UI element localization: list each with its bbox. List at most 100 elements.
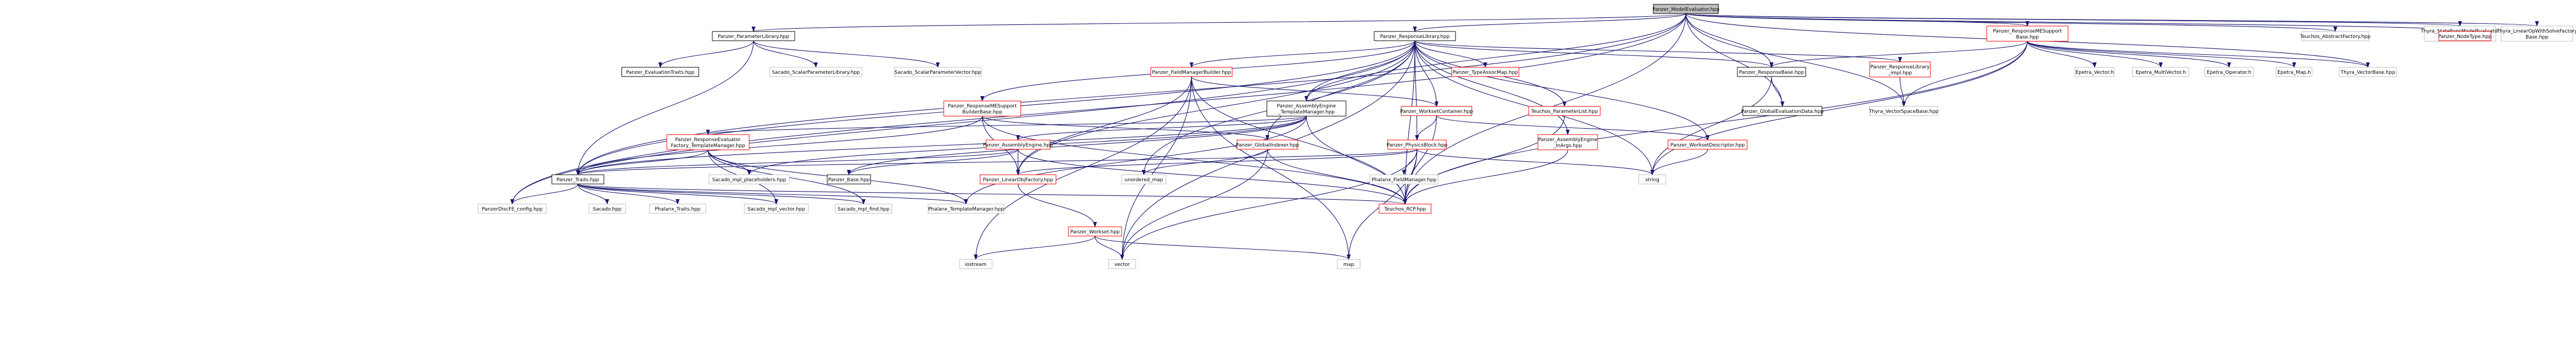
graph-node-tam[interactable]: Panzer_TypeAssocMap.hpp <box>1451 67 1519 77</box>
dependency-edge-me-to-taf <box>1685 13 2335 32</box>
graph-node-sac[interactable]: Sacado.hpp <box>588 204 626 214</box>
graph-node-ae[interactable]: Panzer_AssemblyEngine.hpp <box>983 139 1053 150</box>
dependency-edge-me-to-rb <box>1685 13 1772 67</box>
graph-node-box <box>2339 67 2397 77</box>
graph-node-box <box>2075 67 2115 77</box>
graph-node-me: Panzer_ModelEvaluator.hpp <box>1652 4 1720 14</box>
dependency-nodes: Panzer_ModelEvaluator.hppPanzer_Paramete… <box>478 4 2576 269</box>
graph-node-ws[interactable]: Panzer_Workset.hpp <box>1068 226 1122 237</box>
graph-node-pb[interactable]: Panzer_PhysicsBlock.hpp <box>1387 139 1448 150</box>
graph-node-rlib[interactable]: Panzer_ResponseLibrary.hpp <box>1374 31 1456 41</box>
dependency-edge-gi-to-um <box>1144 149 1268 175</box>
graph-node-ptr[interactable]: Phalanx_Traits.hpp <box>649 204 706 214</box>
graph-node-pbase[interactable]: Panzer_Base.hpp <box>827 174 871 185</box>
graph-node-sspv[interactable]: Sacado_ScalarParameterVector.hpp <box>894 67 982 77</box>
graph-node-label: Sacado_ScalarParameterLibrary.hpp <box>772 70 860 75</box>
graph-node-fmb[interactable]: Panzer_FieldManagerBuilder.hpp <box>1150 67 1233 77</box>
graph-node-box <box>588 204 626 214</box>
dependency-edge-me-to-aetm <box>1306 13 1686 101</box>
graph-node-box <box>666 134 750 150</box>
graph-node-rcp[interactable]: Teuchos_RCP.hpp <box>1379 204 1432 214</box>
graph-node-rli[interactable]: Panzer_ResponseLibrary_impl.hpp <box>1869 61 1931 78</box>
dependency-edge-lof-to-ws <box>1017 183 1095 227</box>
graph-node-um[interactable]: unordered_map <box>1121 174 1167 185</box>
graph-node-map[interactable]: map <box>1337 259 1361 269</box>
graph-node-ged[interactable]: Panzer_GlobalEvaluationData.hpp <box>1741 106 1824 116</box>
graph-node-label: Panzer_ModelEvaluator.hpp <box>1652 7 1720 12</box>
graph-node-evt[interactable]: Panzer_EvaluationTraits.hpp <box>621 67 699 77</box>
dependency-edge-rlib-to-vec <box>1122 40 1415 259</box>
graph-node-box <box>986 139 1051 150</box>
graph-node-pcfg[interactable]: PanzerDiscFE_config.hpp <box>478 204 547 214</box>
graph-node-eop[interactable]: Epetra_Operator.h <box>2204 67 2254 77</box>
dependency-edge-wd-to-str <box>1652 149 1708 175</box>
graph-node-emap[interactable]: Epetra_Map.h <box>2276 67 2313 77</box>
graph-node-aetm[interactable]: Panzer_AssemblyEngine_TemplateManager.hp… <box>1266 100 1347 117</box>
graph-node-smp[interactable]: Sacado_mpl_placeholders.hpp <box>709 174 790 185</box>
graph-node-smf[interactable]: Sacado_mpl_find.hpp <box>835 204 892 214</box>
graph-node-box <box>2438 31 2491 41</box>
graph-node-tvb[interactable]: Thyra_VectorBase.hpp <box>2339 67 2397 77</box>
graph-node-sspl[interactable]: Sacado_ScalarParameterLibrary.hpp <box>769 67 862 77</box>
graph-node-wc[interactable]: Panzer_WorksetContainer.hpp <box>1400 106 1473 116</box>
graph-node-gi[interactable]: Panzer_GlobalIndexer.hpp <box>1236 139 1299 150</box>
graph-node-box <box>2501 26 2573 42</box>
graph-node-box <box>744 204 809 214</box>
graph-node-tvsb[interactable]: Thyra_VectorSpaceBase.hpp <box>1869 106 1939 116</box>
graph-node-ev[interactable]: Epetra_Vector.h <box>2075 67 2115 77</box>
dependency-edge-rme-to-str <box>1652 41 2028 175</box>
dependency-edge-rlib-to-wc <box>1414 40 1437 106</box>
graph-node-box <box>1451 67 1519 77</box>
graph-node-box <box>835 204 892 214</box>
graph-node-aeia[interactable]: Panzer_AssemblyEngine_InArgs.hpp <box>1537 134 1598 150</box>
graph-node-label: Thyra_LinearOpWithSolveFactory <box>2496 29 2576 34</box>
dependency-edge-plib-to-sspl <box>753 40 816 68</box>
graph-node-box <box>980 174 1057 185</box>
graph-node-label: Sacado_mpl_placeholders.hpp <box>712 177 787 183</box>
dependency-edge-rlib-to-pcfg <box>512 40 1415 204</box>
graph-node-label: Panzer_PhysicsBlock.hpp <box>1387 143 1448 148</box>
dependency-edge-ae-to-pbase <box>849 149 1019 175</box>
graph-node-wd[interactable]: Panzer_WorksetDescriptor.hpp <box>1667 139 1748 150</box>
graph-node-box <box>551 174 604 185</box>
graph-node-box <box>1667 139 1748 150</box>
dependency-edge-tr-to-rcp <box>577 183 1405 205</box>
graph-node-label: Sacado_mpl_find.hpp <box>838 207 890 212</box>
dependency-edge-aetm-to-retm <box>708 116 1307 135</box>
dependency-edge-pb-to-tr <box>578 149 1418 175</box>
dependency-edge-me-to-plib <box>754 13 1686 32</box>
dependency-edge-fmb-to-lof <box>1018 76 1192 175</box>
graph-node-taf[interactable]: Teuchos_AbstractFactory.hpp <box>2300 31 2371 41</box>
graph-node-str[interactable]: string <box>1638 174 1666 185</box>
graph-node-emv[interactable]: Epetra_MultiVector.h <box>2132 67 2189 77</box>
graph-node-plib[interactable]: Panzer_ParameterLibrary.hpp <box>712 31 795 41</box>
graph-node-label: Epetra_Vector.h <box>2076 70 2114 75</box>
dependency-edge-rmeb-to-gi <box>982 116 1267 141</box>
graph-node-box <box>959 259 993 269</box>
graph-node-retm[interactable]: Panzer_ResponseEvaluatorFactory_Template… <box>666 134 750 150</box>
graph-node-pfm[interactable]: Phalanx_FieldManager.hpp <box>1369 174 1439 185</box>
graph-node-rb[interactable]: Panzer_ResponseBase.hpp <box>1737 67 1806 77</box>
graph-node-ios[interactable]: iostream <box>959 259 993 269</box>
graph-node-vec[interactable]: vector <box>1108 259 1136 269</box>
dependency-edge-rlib-to-aeia <box>1414 40 1568 135</box>
graph-node-tr[interactable]: Panzer_Traits.hpp <box>551 174 604 185</box>
graph-node-pnt[interactable]: Panzer_NodeType.hpp <box>2438 31 2492 41</box>
dependency-edge-rme-to-rcp <box>1405 41 2028 204</box>
graph-node-label: Panzer_Base.hpp <box>828 177 870 183</box>
graph-node-box <box>2276 67 2313 77</box>
graph-node-tpl[interactable]: Teuchos_ParameterList.hpp <box>1528 106 1601 116</box>
dependency-edge-aeia-to-rcp <box>1405 149 1568 204</box>
dependency-edge-fmb-to-map <box>1191 76 1349 259</box>
graph-node-box <box>1869 106 1939 116</box>
dependency-edge-aetm-to-ptm <box>966 116 1307 204</box>
graph-node-box <box>928 204 1004 214</box>
graph-node-smv[interactable]: Sacado_mpl_vector.hpp <box>744 204 809 214</box>
graph-node-lof[interactable]: Panzer_LinearObjFactory.hpp <box>980 174 1057 185</box>
graph-node-ptm[interactable]: Phalanx_TemplateManager.hpp <box>928 204 1004 214</box>
graph-node-box <box>1638 174 1666 185</box>
dependency-edge-aetm-to-ae <box>1018 116 1307 141</box>
